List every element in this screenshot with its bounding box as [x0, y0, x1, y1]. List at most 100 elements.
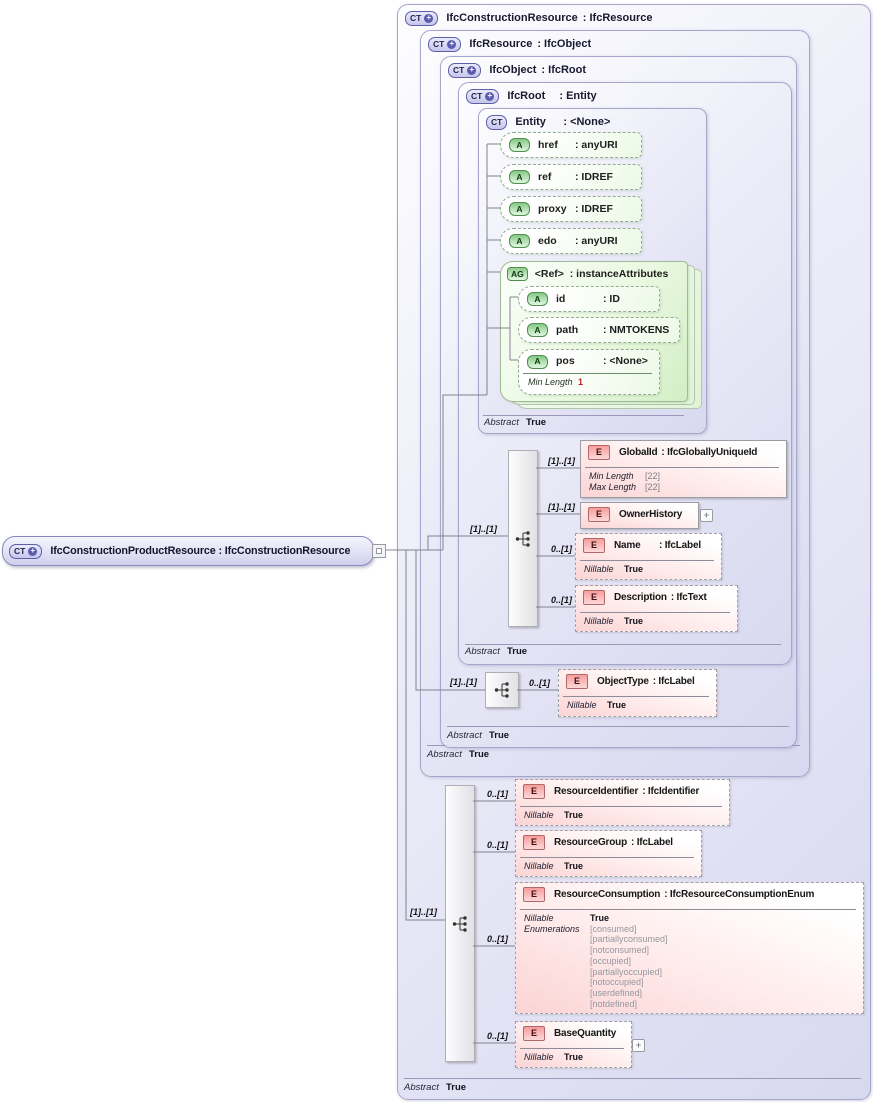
facet-divider	[580, 612, 730, 613]
attribute-icon: A	[527, 323, 548, 337]
cardinality-label: [1]..[1]	[410, 907, 437, 917]
element-header: E ObjectType : IfcLabel	[559, 670, 716, 693]
collapse-toggle[interactable]	[372, 544, 386, 558]
facet-divider	[447, 726, 789, 727]
attribute-path[interactable]: A path : NMTOKENS	[518, 317, 680, 343]
element-header: E ResourceGroup : IfcLabel	[516, 831, 701, 854]
attribute-icon: A	[509, 234, 530, 248]
facet-divider	[465, 644, 781, 645]
complex-type-base: : IfcRoot	[541, 63, 587, 76]
attribute-icon: A	[509, 202, 530, 216]
facet-table: Nillable Enumerations True [consumed] [p…	[524, 913, 668, 1009]
plus-icon: +	[28, 546, 38, 556]
attribute-proxy[interactable]: A proxy : IDREF	[500, 196, 642, 222]
element-icon: E	[523, 887, 545, 902]
complex-type-base: : IfcResource	[582, 11, 653, 24]
complex-type-icon: CT+	[405, 10, 439, 26]
attribute-icon: A	[509, 170, 530, 184]
cardinality-label: [1]..[1]	[450, 677, 477, 687]
element-ifcconstructionproductresource[interactable]: CT+ IfcConstructionProductResource : Ifc…	[2, 536, 374, 566]
complex-type-icon: CT+	[9, 543, 43, 559]
element-header: E ResourceConsumption : IfcResourceConsu…	[516, 883, 863, 906]
cardinality-label: 0..[1]	[487, 934, 509, 944]
facet-divider	[483, 415, 684, 416]
complex-type-base: : <None>	[563, 115, 611, 128]
attribute-id[interactable]: A id : ID	[518, 286, 660, 312]
element-header: E OwnerHistory	[581, 503, 698, 526]
plus-icon: +	[447, 39, 457, 49]
element-resourceconsumption[interactable]: E ResourceConsumption : IfcResourceConsu…	[515, 882, 864, 1014]
facet-divider	[563, 696, 709, 697]
element-resourceidentifier[interactable]: E ResourceIdentifier : IfcIdentifier Nil…	[515, 779, 730, 826]
facet-divider	[520, 857, 694, 858]
abstract-facet: Abstract True	[427, 749, 490, 760]
expand-button[interactable]: +	[700, 509, 713, 522]
sequence-compositor-ifcconstructionresource[interactable]	[445, 785, 475, 1062]
attribute-icon: A	[527, 354, 548, 369]
element-header: E BaseQuantity	[516, 1022, 631, 1045]
cardinality-label: [1]..[1]	[548, 456, 575, 466]
expand-button[interactable]: +	[632, 1039, 645, 1052]
max-length-facet: Max Length[22]	[589, 482, 661, 492]
element-icon: E	[523, 784, 545, 799]
attribute-icon: A	[509, 138, 530, 152]
element-ownerhistory[interactable]: E OwnerHistory	[580, 502, 699, 529]
cardinality-label: 0..[1]	[487, 840, 509, 850]
attribute-icon: A	[527, 292, 548, 306]
sequence-icon	[515, 530, 530, 547]
cardinality-label: 0..[1]	[487, 1031, 509, 1041]
complex-type-name: IfcConstructionResource	[446, 11, 578, 24]
facet-divider	[585, 467, 779, 468]
element-header: E Description : IfcText	[576, 586, 737, 609]
element-icon: E	[588, 507, 610, 522]
cardinality-label: [1]..[1]	[548, 502, 575, 512]
attribute-pos[interactable]: A pos : <None> Min Length 1	[518, 349, 660, 395]
sequence-icon	[494, 682, 509, 698]
attribute-href[interactable]: A href : anyURI	[500, 132, 642, 158]
complex-type-header[interactable]: CT+ IfcObject : IfcRoot	[448, 62, 586, 78]
complex-type-base: : IfcObject	[537, 37, 592, 50]
element-header: E Name : IfcLabel	[576, 534, 721, 557]
complex-type-icon: CT	[486, 114, 508, 130]
facet-divider	[523, 373, 652, 374]
complex-type-name: IfcObject	[489, 63, 537, 76]
plus-icon: +	[467, 65, 477, 75]
complex-type-icon: CT+	[428, 36, 462, 52]
facet-divider	[520, 1048, 624, 1049]
attribute-ref[interactable]: A ref : IDREF	[500, 164, 642, 190]
complex-type-header[interactable]: CT+ IfcConstructionResource : IfcResourc…	[405, 10, 652, 26]
element-globalid[interactable]: E GlobalId : IfcGloballyUniqueId Min Len…	[580, 440, 787, 498]
cardinality-label: 0..[1]	[551, 595, 573, 605]
abstract-facet: Abstract True	[484, 417, 547, 428]
attribute-row: A pos : <None>	[519, 350, 659, 373]
plus-icon: +	[424, 13, 434, 23]
element-icon: E	[583, 590, 605, 605]
attribute-edo[interactable]: A edo : anyURI	[500, 228, 642, 254]
cardinality-label: 0..[1]	[529, 678, 551, 688]
element-icon: E	[588, 445, 610, 460]
element-title: IfcConstructionProductResource : IfcCons…	[50, 544, 351, 557]
abstract-facet: Abstract True	[465, 646, 528, 657]
complex-type-header[interactable]: CT Entity : <None>	[486, 114, 610, 130]
element-header: E ResourceIdentifier : IfcIdentifier	[516, 780, 729, 803]
sequence-compositor-ifcobject[interactable]	[485, 672, 519, 708]
complex-type-header[interactable]: CT+ IfcRoot : Entity	[466, 88, 597, 104]
complex-type-name: IfcRoot	[507, 89, 546, 102]
complex-type-icon: CT+	[466, 88, 500, 104]
abstract-facet: Abstract True	[404, 1082, 467, 1093]
sequence-compositor-ifcroot[interactable]	[508, 450, 538, 627]
complex-type-base: : Entity	[559, 89, 597, 102]
complex-type-header[interactable]: CT+ IfcResource : IfcObject	[428, 36, 591, 52]
element-icon: E	[566, 674, 588, 689]
cardinality-label: 0..[1]	[487, 789, 509, 799]
